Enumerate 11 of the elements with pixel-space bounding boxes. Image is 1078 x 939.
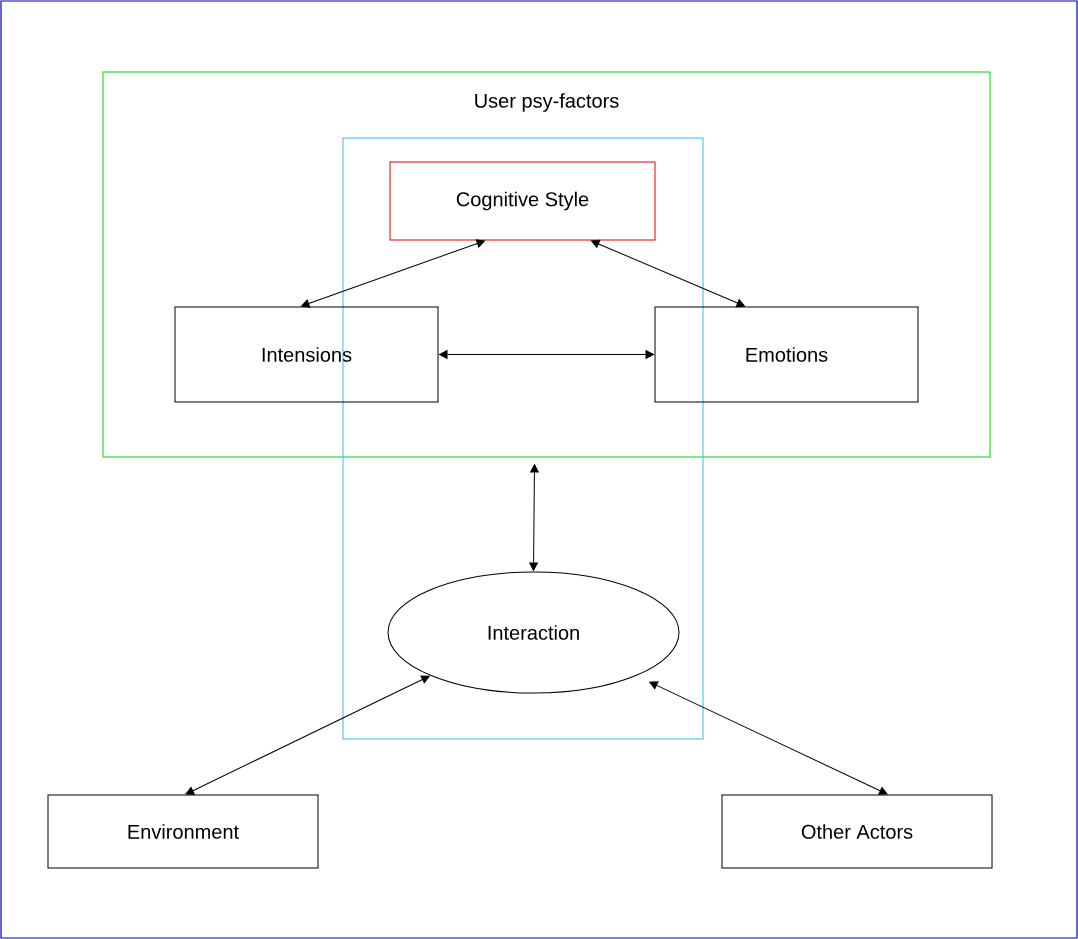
concept-box: Environment (47, 794, 319, 869)
arrow (591, 239, 745, 308)
arrow (649, 681, 888, 795)
arrow (529, 464, 539, 571)
arrow (185, 675, 430, 795)
concept-box: Cognitive Style (389, 161, 656, 241)
arrow (439, 350, 654, 359)
concept-box: Other Actors (721, 794, 993, 869)
arrow (301, 239, 485, 308)
concept-box: Emotions (654, 306, 919, 403)
concept-box: Intensions (174, 306, 439, 403)
